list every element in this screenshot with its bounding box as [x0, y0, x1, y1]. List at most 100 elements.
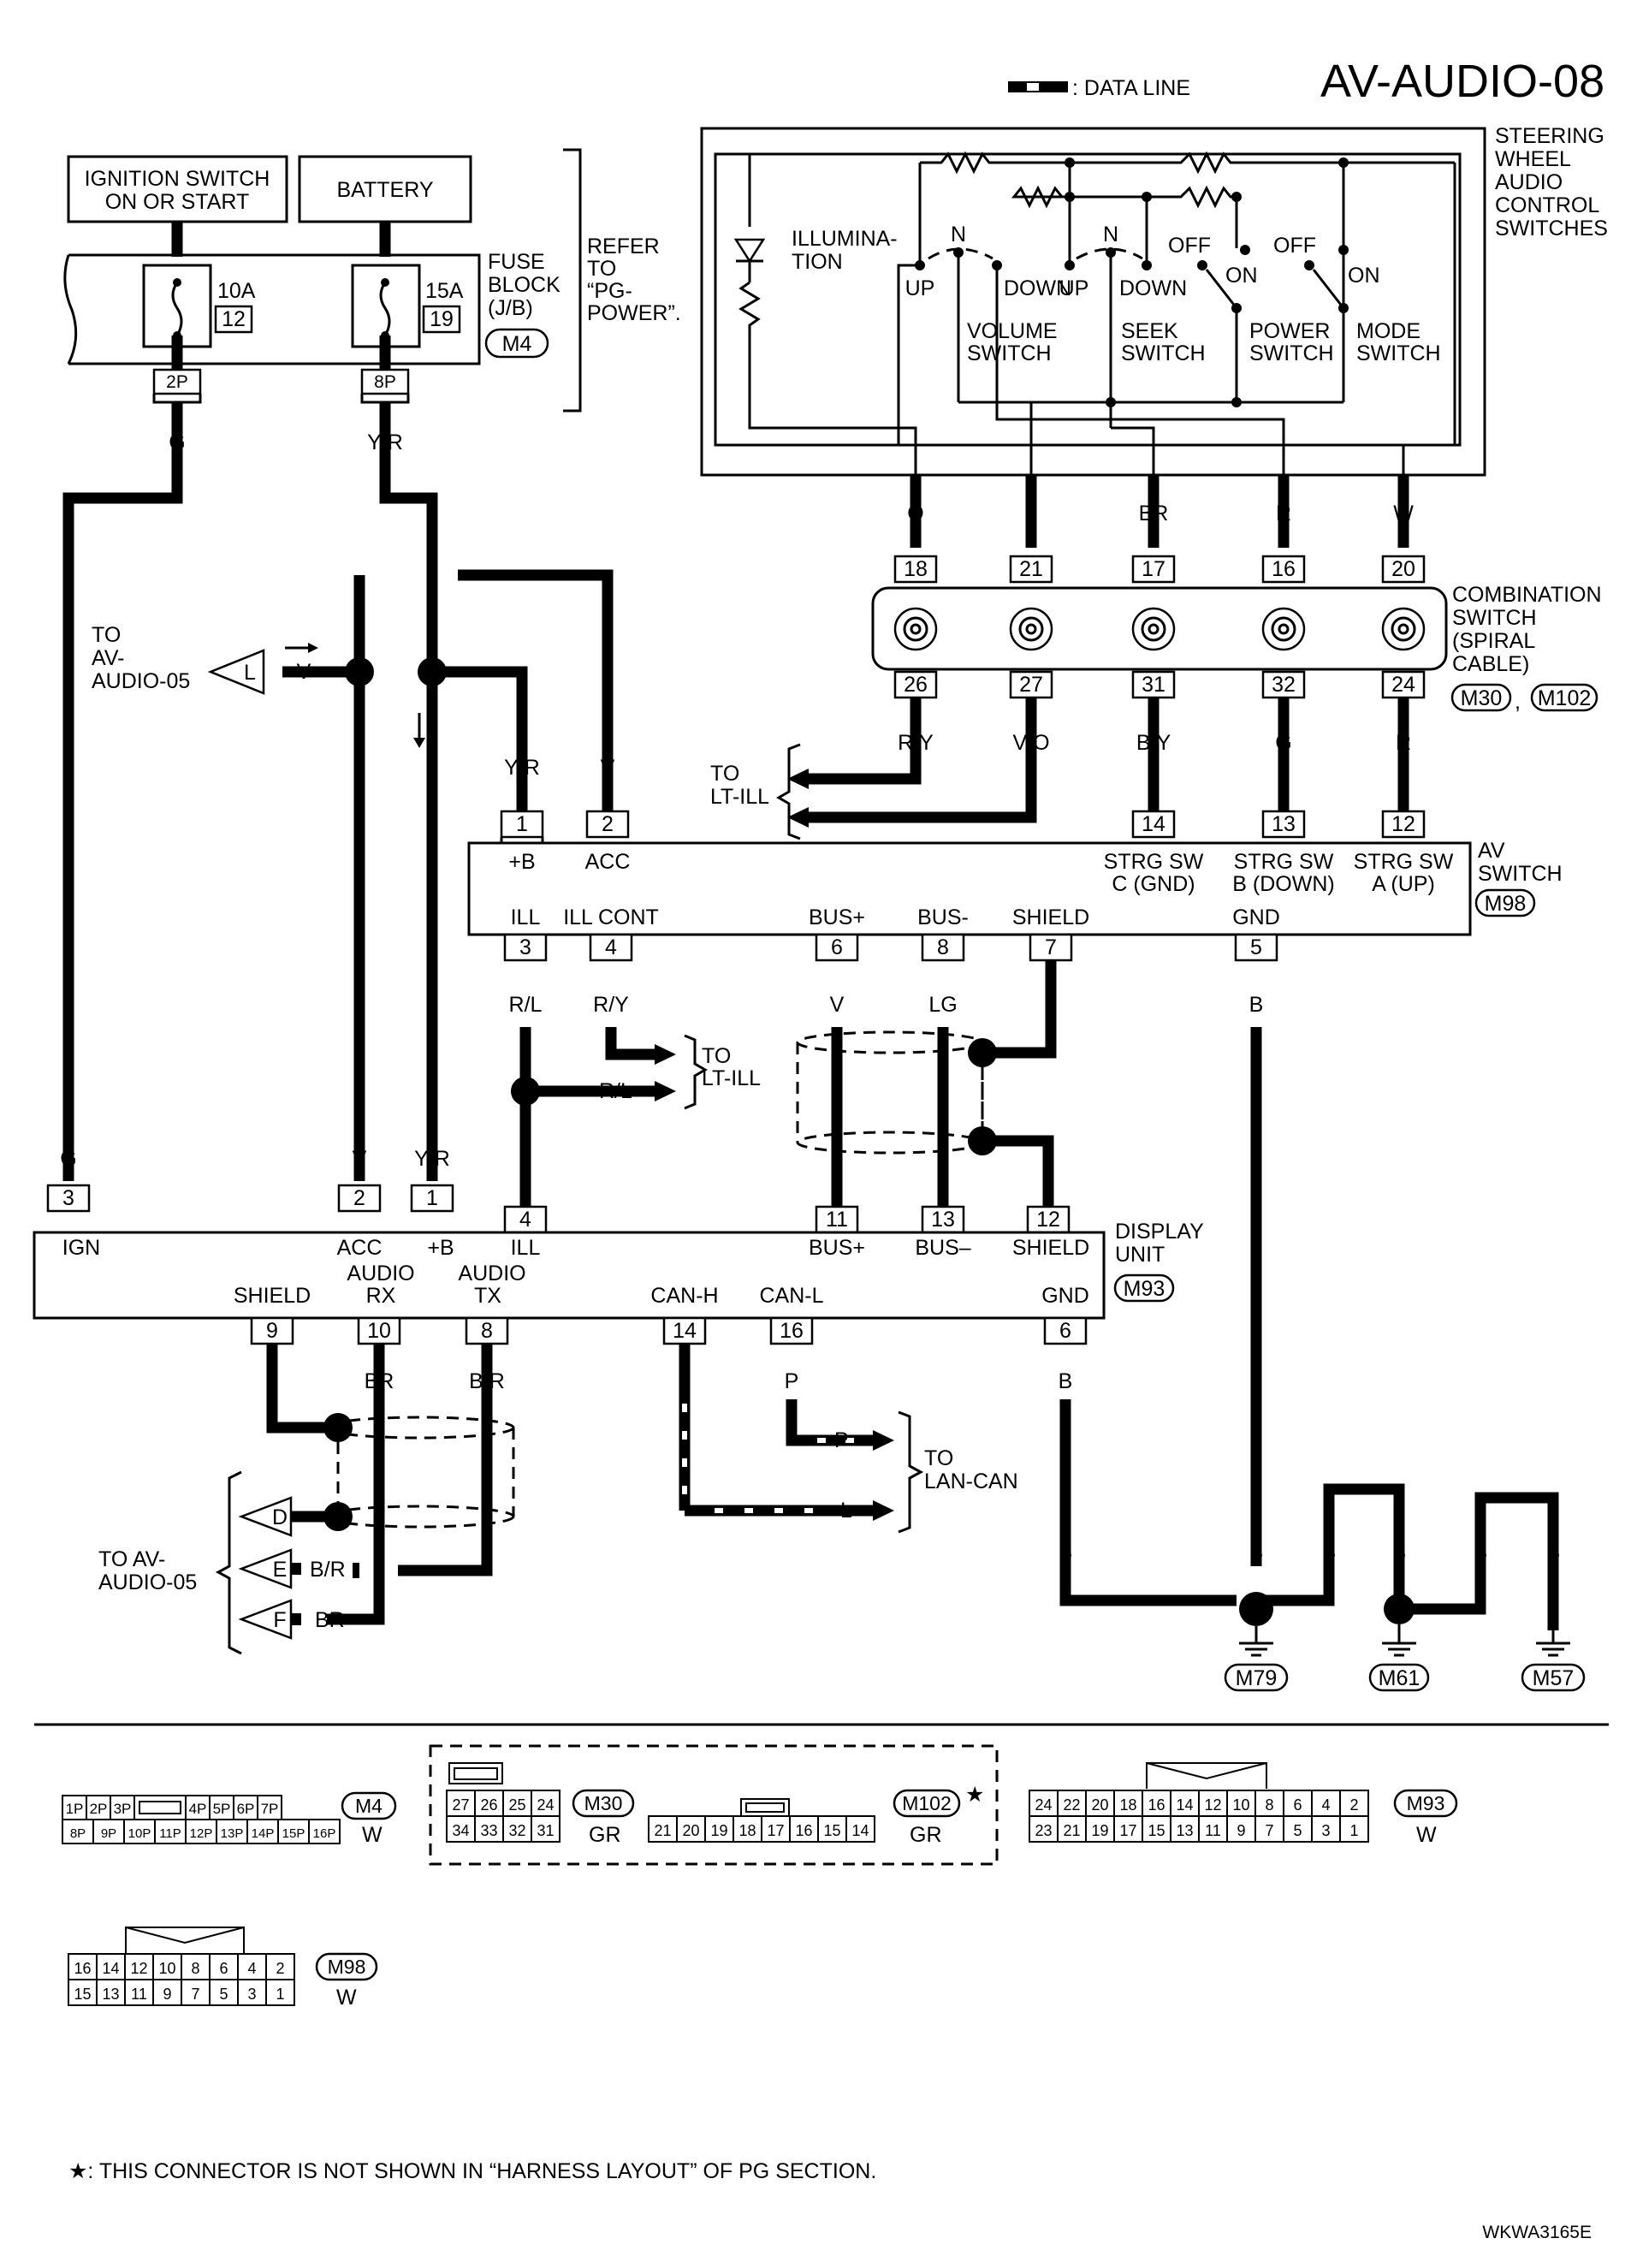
volume-down: DOWN: [1004, 276, 1071, 300]
comb-conn-1: M30: [1461, 686, 1503, 710]
seek-switch-label-1: SEEK: [1121, 319, 1178, 343]
mode-off: OFF: [1273, 234, 1316, 258]
av-label-shield: SHIELD: [1012, 905, 1089, 929]
du-label-audio-tx-1: AUDIO: [458, 1262, 525, 1285]
m4-pin-label: 10P: [128, 1826, 151, 1841]
to-av-audio-05-bottom: TO AV- AUDIO-05 D E B/R F BR: [98, 1470, 359, 1655]
m98-cell: [237, 1953, 267, 1980]
m102-pin-label: 20: [682, 1822, 699, 1839]
m30-cell: [474, 1815, 504, 1843]
m102-pin-label: 19: [710, 1822, 727, 1839]
steering-switches: STEERING WHEEL AUDIO CONTROL SWITCHES IL…: [700, 124, 1608, 477]
m4-pin-label: 2P: [90, 1801, 108, 1817]
du-pin-10: 10: [367, 1319, 391, 1343]
fuse-block-outline: [68, 253, 481, 365]
m30-pin-label: 25: [508, 1796, 525, 1814]
du-unit-label-2: UNIT: [1115, 1243, 1165, 1267]
m98-pin-label: 16: [74, 1960, 91, 1977]
to-lt-ill-top-1: TO: [710, 762, 739, 786]
av-label-strg-c-2: C (GND): [1112, 872, 1195, 896]
ignition-switch-box: [67, 155, 288, 223]
m93-pin-label: 2: [1349, 1796, 1358, 1814]
m93-cell: [1057, 1815, 1087, 1843]
m93-pin-label: 3: [1321, 1822, 1330, 1839]
du-label-acc: ACC: [337, 1236, 383, 1260]
m98-pin-label: 2: [276, 1960, 284, 1977]
dashed-frame: [429, 1744, 999, 1866]
av05-conn-e: E: [273, 1558, 288, 1582]
av-label-strg-b-2: B (DOWN): [1232, 872, 1334, 896]
footnote: ★: THIS CONNECTOR IS NOT SHOWN IN “HARNE…: [68, 2159, 876, 2183]
m98-latch: [125, 1927, 245, 1953]
du-wire-yr: Y/R: [414, 1147, 450, 1171]
m4-pin-label: 9P: [101, 1826, 116, 1841]
av-wire-b: B: [1249, 993, 1264, 1017]
comb-wire-4: G: [1275, 731, 1291, 755]
power-wires: [62, 402, 614, 1181]
av-bottom-pin-4: 4: [605, 935, 617, 959]
steering-label-1: STEERING: [1495, 124, 1604, 148]
m4-pin-label: 8P: [70, 1826, 86, 1841]
comb-wire-1: R/Y: [898, 731, 934, 755]
ignition-label-2: ON OR START: [105, 190, 250, 214]
volume-switch-label-2: SWITCH: [967, 341, 1052, 365]
volume-switch-label-1: VOLUME: [967, 319, 1058, 343]
m4-pin-label: 7P: [261, 1801, 279, 1817]
m30-cell: [531, 1790, 560, 1817]
comb-top-pin-2: 21: [1019, 557, 1043, 581]
volume-up: UP: [905, 276, 935, 300]
m93-pin-label: 4: [1321, 1796, 1330, 1814]
du-pin-3: 3: [62, 1186, 74, 1210]
to-lt-ill-mid-2: LT-ILL: [702, 1066, 761, 1090]
av-switch-out-wires: R/L R/Y V LG B R/L TO LT-ILL: [509, 960, 1264, 1566]
av-label-strg-a-1: STRG SW: [1354, 850, 1454, 874]
comb-bottom-pin-5: 24: [1391, 673, 1415, 697]
seek-n: N: [1103, 223, 1118, 246]
to-lt-ill-mid-1: TO: [702, 1044, 731, 1068]
m93-pin-label: 8: [1265, 1796, 1273, 1814]
ignition-label-1: IGNITION SWITCH: [85, 167, 270, 191]
power-switch-label-2: SWITCH: [1249, 341, 1334, 365]
du-label-ign: IGN: [62, 1236, 100, 1260]
refer-bracket: [563, 148, 582, 413]
du-conn: M93: [1124, 1277, 1165, 1301]
av-top-pin-14: 14: [1142, 812, 1165, 836]
m93-pin-label: 21: [1063, 1822, 1080, 1839]
av-bottom-pin-3: 3: [519, 935, 531, 959]
m93-pin-label: 15: [1148, 1822, 1165, 1839]
comb-wire-2: V/O: [1012, 731, 1049, 755]
m102-id-badge: [893, 1789, 961, 1818]
m4-pin-label: 15P: [282, 1826, 305, 1841]
m93-pin-label: 1: [1349, 1822, 1358, 1839]
m98-cell: [96, 1979, 126, 2006]
to-av05-wire: V: [297, 660, 311, 684]
fuse-2-number: 19: [430, 307, 454, 331]
ground-section: B B B B B B M79 M61 M57: [1059, 1483, 1586, 1692]
m4-cell: [185, 1795, 211, 1820]
illumination-label-1: ILLUMINA-: [792, 227, 898, 251]
m4-id: M4: [355, 1795, 383, 1817]
av-wire-v: V: [601, 756, 615, 780]
to-av05-label-1: TO: [92, 623, 121, 647]
fuse-1-number: 12: [222, 307, 246, 331]
comb-label-2: SWITCH: [1452, 606, 1537, 630]
m98-pin-label: 1: [276, 1986, 284, 2003]
power-switch-label-1: POWER: [1249, 319, 1330, 343]
m4-key: [139, 1801, 181, 1814]
av05-wire-br2: BR: [315, 1608, 345, 1632]
to-lan-can-2: LAN-CAN: [924, 1469, 1018, 1493]
m93-pin-label: 23: [1035, 1822, 1052, 1839]
av-wire-v2: V: [830, 993, 845, 1017]
to-av05-label-3: AUDIO-05: [92, 669, 190, 693]
av-wire-lg: LG: [928, 993, 957, 1017]
illumination-label-2: TION: [792, 250, 843, 274]
av-top-pin-2: 2: [602, 812, 614, 836]
m93-pin-label: 19: [1091, 1822, 1108, 1839]
m102-pin-label: 17: [767, 1822, 784, 1839]
du-pin-4: 4: [519, 1208, 531, 1232]
m93-pin-label: 18: [1119, 1796, 1136, 1814]
m93-pin-label: 13: [1176, 1822, 1193, 1839]
m98-id-badge: [315, 1952, 378, 1981]
